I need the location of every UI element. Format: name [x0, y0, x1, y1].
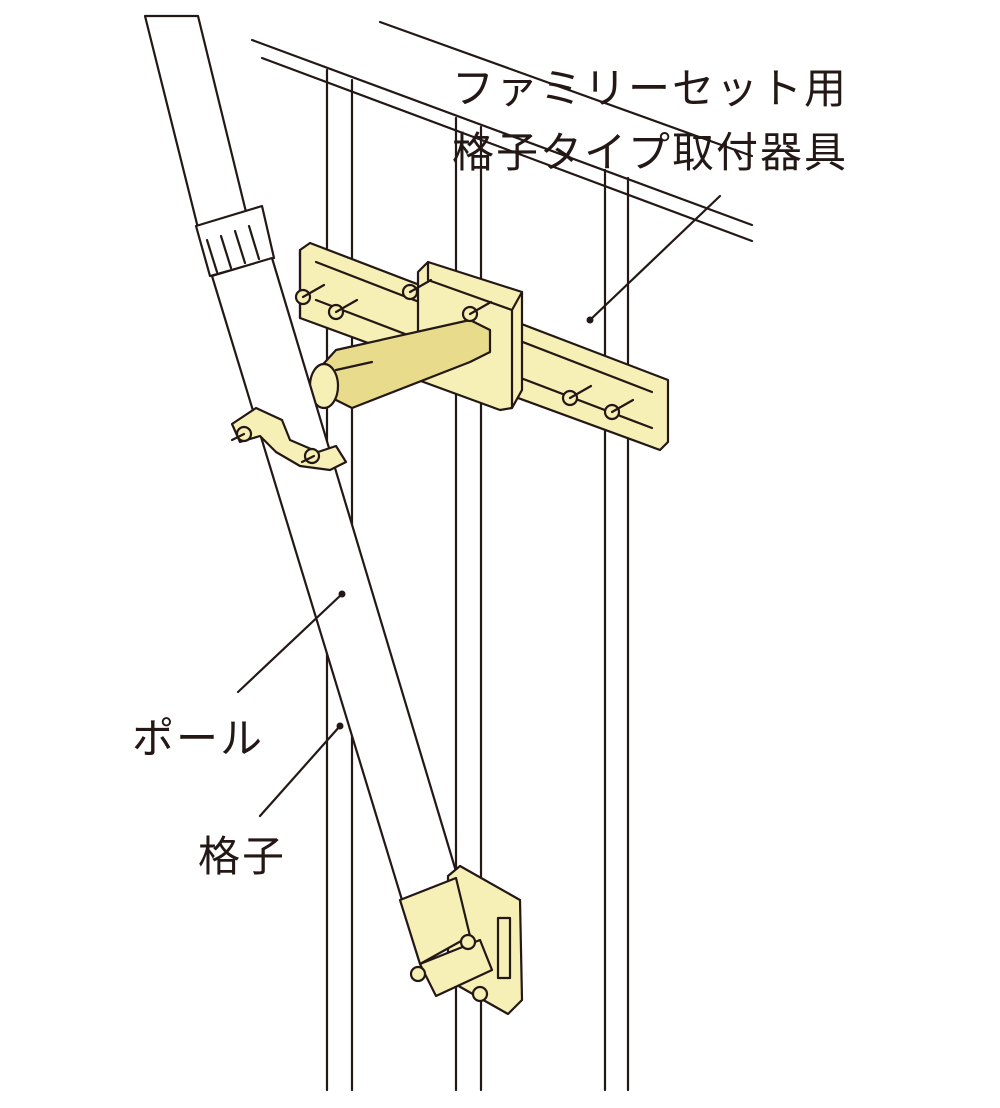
wall-bracket — [294, 241, 670, 452]
bracket-title-line2: 格子タイプ取付器具 — [452, 128, 849, 177]
leader-lines — [236, 194, 722, 818]
bolts — [294, 278, 635, 421]
bracket-title-line1: ファミリーセット用 — [452, 64, 849, 113]
pole-label: ポール — [132, 714, 265, 763]
lattice-label: 格子 — [198, 832, 287, 881]
pole-clamp — [230, 406, 348, 472]
bottom-bracket — [398, 864, 524, 1016]
lattice-top-rails — [250, 20, 754, 243]
